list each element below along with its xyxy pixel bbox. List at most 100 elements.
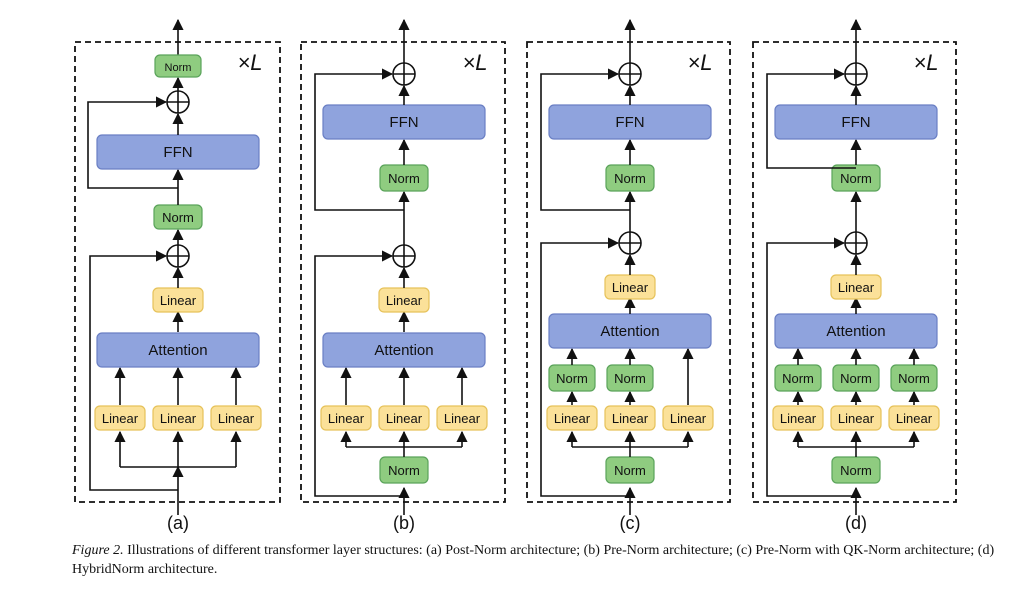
- linear-q-box-label: Linear: [102, 411, 139, 426]
- attention-box-shape: [96, 332, 260, 368]
- norm-k-box-label: Norm: [614, 371, 646, 386]
- residual-connector: [766, 237, 856, 497]
- add-circle-icon: [392, 62, 416, 86]
- linear-out-box-label: Linear: [160, 293, 197, 308]
- linear-v-box-label: Linear: [444, 411, 481, 426]
- norm-input-box: Norm: [831, 456, 881, 484]
- norm-post-ffn-box-label: Norm: [165, 62, 192, 74]
- ffn-box: FFN: [96, 134, 260, 170]
- linear-v-box: Linear: [436, 405, 488, 431]
- linear-k-box-label: Linear: [160, 411, 197, 426]
- linear-v-box: Linear: [210, 405, 262, 431]
- add-circle-icon: [392, 244, 416, 268]
- residual-connector: [87, 96, 178, 189]
- linear-q-box-label: Linear: [554, 411, 591, 426]
- norm-pre-ffn-box-label: Norm: [388, 171, 420, 186]
- linear-q-box-shape: [772, 405, 824, 431]
- linear-v-box-label: Linear: [218, 411, 255, 426]
- norm-v-box: Norm: [890, 364, 938, 392]
- residual-connector: [540, 237, 630, 497]
- ffn-box-label: FFN: [841, 114, 870, 131]
- linear-k-box-shape: [378, 405, 430, 431]
- add-circle-icon: [618, 231, 642, 255]
- add-circle-icon: [618, 62, 642, 86]
- linear-k-box-label: Linear: [386, 411, 423, 426]
- linear-out-box: Linear: [604, 274, 656, 300]
- linear-v-box-shape: [436, 405, 488, 431]
- linear-k-box: Linear: [378, 405, 430, 431]
- linear-q-box: Linear: [772, 405, 824, 431]
- residual-connector: [314, 250, 404, 497]
- linear-v-box-shape: [210, 405, 262, 431]
- attention-box-label: Attention: [600, 323, 659, 340]
- norm-q-box-label: Norm: [782, 371, 814, 386]
- panel-label: (c): [620, 513, 641, 533]
- norm-q-box-label: Norm: [556, 371, 588, 386]
- norm-post-ffn-box: Norm: [154, 54, 202, 78]
- norm-k-box: Norm: [832, 364, 880, 392]
- norm-pre-ffn-box: Norm: [831, 164, 881, 192]
- repeat-label: ×L: [687, 50, 712, 75]
- norm-input-box-label: Norm: [388, 463, 420, 478]
- figure-caption: Figure 2. Illustrations of different tra…: [72, 541, 1012, 579]
- norm-post-attn-box: Norm: [153, 204, 203, 230]
- norm-post-attn-box-label: Norm: [162, 210, 194, 225]
- linear-out-box-label: Linear: [386, 293, 423, 308]
- attention-box-label: Attention: [826, 323, 885, 340]
- ffn-box: FFN: [322, 104, 486, 140]
- linear-k-box-shape: [830, 405, 882, 431]
- norm-input-box-label: Norm: [614, 463, 646, 478]
- attention-box-shape: [322, 332, 486, 368]
- linear-k-box-shape: [152, 405, 204, 431]
- attention-box: Attention: [548, 313, 712, 349]
- linear-q-box: Linear: [320, 405, 372, 431]
- norm-pre-ffn-box: Norm: [379, 164, 429, 192]
- linear-out-box: Linear: [830, 274, 882, 300]
- linear-k-box-label: Linear: [612, 411, 649, 426]
- norm-pre-ffn-box: Norm: [605, 164, 655, 192]
- linear-k-box: Linear: [830, 405, 882, 431]
- panel-label: (a): [167, 513, 189, 533]
- linear-v-box-label: Linear: [670, 411, 707, 426]
- residual-connector: [314, 68, 404, 211]
- caption-text: Illustrations of different transformer l…: [72, 543, 995, 577]
- norm-post-ffn-box-shape: [154, 54, 202, 78]
- panel-label: (b): [393, 513, 415, 533]
- attention-box: Attention: [322, 332, 486, 368]
- caption-figure-label: Figure 2.: [72, 543, 124, 558]
- norm-input-box-label: Norm: [840, 463, 872, 478]
- linear-q-box: Linear: [546, 405, 598, 431]
- norm-input-box: Norm: [379, 456, 429, 484]
- norm-k-box-label: Norm: [840, 371, 872, 386]
- layer-frame: [526, 41, 731, 503]
- linear-v-box-shape: [888, 405, 940, 431]
- norm-q-box: Norm: [774, 364, 822, 392]
- norm-v-box-label: Norm: [898, 371, 930, 386]
- linear-v-box-label: Linear: [896, 411, 933, 426]
- ffn-box-label: FFN: [615, 114, 644, 131]
- linear-q-box-label: Linear: [328, 411, 365, 426]
- linear-out-box-label: Linear: [612, 280, 649, 295]
- layer-frame: [752, 41, 957, 503]
- layer-frame: [300, 41, 506, 503]
- repeat-label: ×L: [913, 50, 938, 75]
- norm-k-box: Norm: [606, 364, 654, 392]
- norm-input-box: Norm: [605, 456, 655, 484]
- linear-q-box-shape: [94, 405, 146, 431]
- add-circle-icon: [166, 90, 190, 114]
- residual-connector: [540, 68, 630, 211]
- norm-q-box: Norm: [548, 364, 596, 392]
- linear-q-box-shape: [320, 405, 372, 431]
- residual-connector: [766, 68, 856, 169]
- attention-box: Attention: [96, 332, 260, 368]
- attention-box: Attention: [774, 313, 938, 349]
- norm-pre-ffn-box-label: Norm: [840, 171, 872, 186]
- linear-v-box: Linear: [888, 405, 940, 431]
- linear-k-box: Linear: [152, 405, 204, 431]
- linear-v-box: Linear: [662, 405, 714, 431]
- linear-out-box: Linear: [378, 287, 430, 313]
- ffn-box-label: FFN: [389, 114, 418, 131]
